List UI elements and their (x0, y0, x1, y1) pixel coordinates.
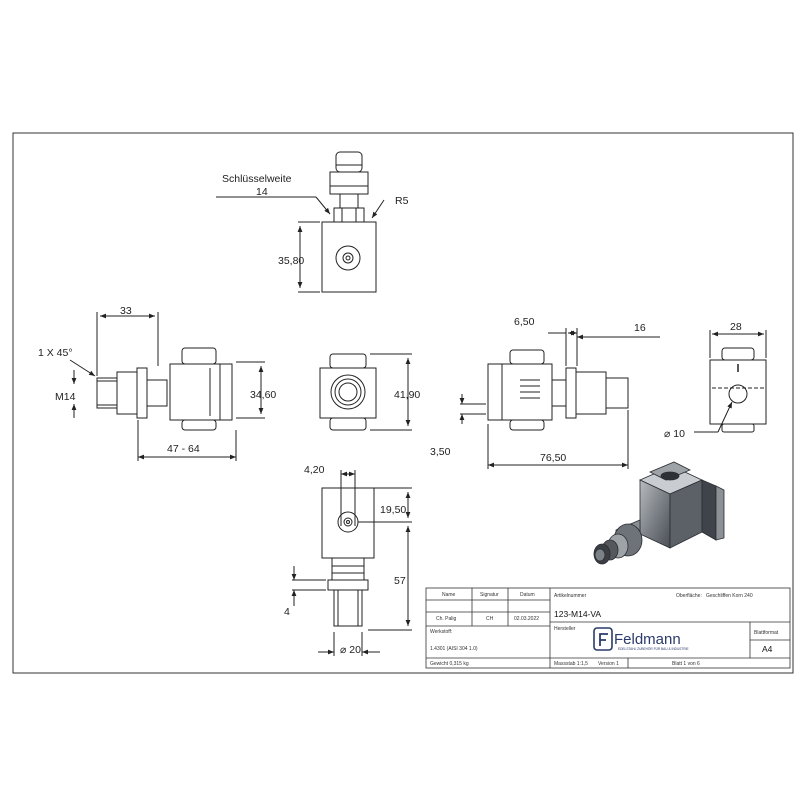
bottom-diameter-label: ⌀ 20 (340, 644, 361, 656)
front-height-label: 41,90 (394, 389, 420, 401)
isometric-3d-view (593, 461, 725, 565)
title-col-date: Datum (520, 592, 535, 598)
side-view (694, 330, 767, 433)
title-col-signature: Signatur (480, 592, 499, 598)
bottom-top-label: 19,50 (380, 504, 406, 516)
title-article-label: Artikelnummer (554, 593, 587, 599)
radius-label: R5 (395, 195, 409, 207)
title-article-number: 123-M14-VA (554, 609, 601, 619)
title-format-label: Blattformat (754, 630, 779, 636)
title-name: Ch. Palig (436, 616, 457, 622)
title-format-value: A4 (762, 644, 773, 654)
left-view (69, 312, 265, 461)
hole-diameter-label: ⌀ 10 (664, 428, 685, 440)
thread-label: M14 (55, 391, 76, 403)
right-offset-label: 6,50 (514, 316, 535, 328)
left-height-label: 34,60 (250, 389, 276, 401)
bottom-view (291, 470, 412, 656)
bottom-small-label: 4 (284, 606, 290, 618)
chamfer-label: 1 X 45° (38, 347, 73, 359)
title-surface-label: Oberfläche: (676, 593, 702, 599)
wrench-size-value: 14 (256, 186, 268, 198)
right-view (459, 328, 660, 469)
left-length-label: 33 (120, 305, 132, 317)
title-material-label: Werkstoff: (430, 629, 452, 635)
title-sheet: Blatt 1 von 6 (672, 661, 700, 667)
title-manufacturer-label: Hersteller (554, 626, 576, 632)
company-name: Feldmann (614, 631, 681, 648)
title-signature: CH (486, 616, 494, 622)
feldmann-logo: Feldmann EDELSTAHL ZUBEHÖR FÜR BAU & IND… (593, 627, 689, 651)
wrench-size-label: Schlüsselweite (222, 173, 292, 185)
top-view (216, 151, 385, 293)
company-tagline: EDELSTAHL ZUBEHÖR FÜR BAU & INDUSTRIE (618, 647, 689, 651)
title-weight: Gewicht 0,315 kg (430, 661, 469, 667)
title-block (425, 587, 791, 669)
bottom-offset-label: 4,20 (304, 464, 325, 476)
top-height-label: 35,80 (278, 255, 304, 267)
title-date: 02.03.2022 (514, 616, 539, 622)
title-version: Version 1 (598, 661, 619, 667)
title-scale: Massstab 1:1,5 (554, 661, 588, 667)
right-length-label: 76,50 (540, 452, 566, 464)
side-width-label: 28 (730, 321, 742, 333)
title-material-value: 1.4301 (AISI 304 1.0) (430, 646, 478, 652)
title-col-name: Name (442, 592, 456, 598)
bottom-length-label: 57 (394, 575, 406, 587)
left-range-label: 47 - 64 (167, 443, 200, 455)
front-view (319, 353, 412, 431)
right-top-label: 16 (634, 322, 646, 334)
right-small-label: 3,50 (430, 446, 451, 458)
drawing-frame (12, 132, 794, 674)
title-surface-value: Geschliffen Korn 240 (706, 593, 753, 599)
